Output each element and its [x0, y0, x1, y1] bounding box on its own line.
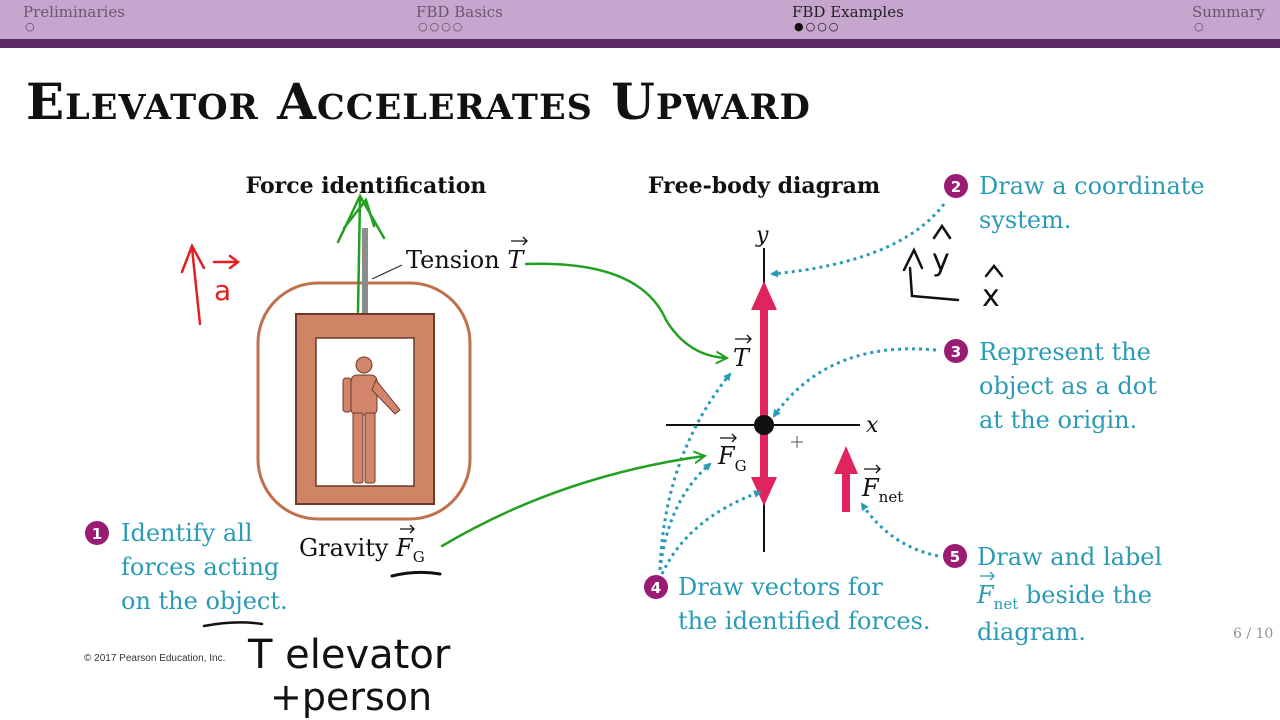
- vector-arrow-icon: [511, 236, 528, 246]
- heading-force-identification: Force identification: [246, 173, 487, 199]
- step-5-badge: [943, 544, 967, 568]
- hand-arrow-gravity: [440, 456, 704, 548]
- hand-y-hat: [932, 223, 952, 240]
- object-dot: [754, 415, 774, 435]
- handwritten-note-line1: T elevator: [247, 632, 451, 678]
- step-4-number: 4: [651, 579, 661, 597]
- step-1-number: 1: [92, 525, 102, 543]
- tension-vector-label: T: [733, 344, 751, 372]
- step-4-badge: [644, 575, 668, 599]
- handwritten-t-bar: [202, 621, 264, 628]
- nav-dots-summary[interactable]: ○: [1194, 20, 1206, 33]
- nav-section-summary[interactable]: Summary: [1192, 3, 1265, 21]
- handwritten-acceleration: [180, 243, 241, 326]
- handwritten-note-line2: +person: [270, 675, 432, 719]
- step-3-badge: [944, 339, 968, 363]
- step-3: 3 Represent the object as a dot at the o…: [944, 338, 1164, 434]
- step-5-text-line3: diagram.: [977, 618, 1086, 646]
- slide-title: Elevator Accelerates Upward: [26, 72, 811, 131]
- nav-section-preliminaries[interactable]: Preliminaries: [23, 3, 125, 21]
- hand-y-arrow: [902, 247, 924, 272]
- vector-arrow-icon: [735, 334, 752, 344]
- hand-arrow-up-shaft: [356, 196, 362, 314]
- step-2: 2 Draw a coordinate system.: [944, 172, 1212, 234]
- step-4-text: Draw vectors for the identified forces.: [678, 573, 931, 635]
- nav-section-fbd-basics[interactable]: FBD Basics: [416, 3, 503, 21]
- pointer-step4-tension: [658, 372, 732, 571]
- accel-arrow-shaft: [190, 246, 202, 326]
- step-5-text-line1: Draw and label: [977, 543, 1162, 571]
- hand-arrow-tension: [524, 262, 726, 358]
- nav-dots-fbd-examples[interactable]: ●○○○: [794, 20, 841, 33]
- gravity-vector: [760, 425, 768, 480]
- nav-section-fbd-examples[interactable]: FBD Examples: [792, 3, 904, 21]
- gravity-label: Gravity FG: [299, 534, 425, 566]
- vector-arrow-icon: [720, 433, 737, 443]
- person-figure: [342, 356, 401, 484]
- hand-arrow-up-head2: [342, 197, 376, 230]
- net-force-vector-head: [834, 446, 858, 474]
- section-navigation: Preliminaries ○ FBD Basics ○○○○ FBD Exam…: [0, 0, 1280, 48]
- vector-arrow-icon: [864, 464, 881, 474]
- gravity-vector-head: [751, 477, 777, 506]
- nav-dots-preliminaries[interactable]: ○: [25, 20, 37, 33]
- step-2-text: Draw a coordinate system.: [979, 172, 1212, 234]
- accel-arrow-head: [180, 243, 206, 274]
- handwritten-annotations-green: [336, 193, 726, 548]
- handwritten-coordinate-system: [902, 223, 1004, 302]
- tension-label: Tension T: [406, 246, 525, 274]
- step-pointer-arrows: [658, 203, 946, 575]
- heading-free-body-diagram: Free-body diagram: [648, 173, 880, 199]
- nav-dots-fbd-basics[interactable]: ○○○○: [418, 20, 465, 33]
- step-1-text: Identify all forces acting on the object…: [121, 519, 288, 615]
- tension-vector: [760, 306, 768, 425]
- vector-arrow-icon: [980, 571, 995, 581]
- cursor-crosshair-icon: [791, 436, 803, 448]
- elevator-illustration: [256, 228, 472, 521]
- pointer-step3: [772, 347, 937, 418]
- step-5-text-line2: Fnet beside the: [976, 581, 1152, 613]
- handwritten-underline: [390, 570, 442, 578]
- nav-progress-bar: [0, 39, 1280, 48]
- y-axis-label: y: [755, 223, 769, 248]
- step-2-number: 2: [951, 178, 961, 196]
- hand-x-hat: [984, 263, 1004, 278]
- step-3-number: 3: [951, 343, 961, 361]
- step-4: 4 Draw vectors for the identified forces…: [644, 573, 931, 635]
- step-2-badge: [944, 174, 968, 198]
- step-3-text: Represent the object as a dot at the ori…: [979, 338, 1164, 434]
- page-number: 6 / 10: [1233, 626, 1274, 642]
- pointer-step4-gravity: [658, 462, 712, 571]
- gravity-vector-label: FG: [717, 442, 747, 475]
- x-axis-label: x: [866, 413, 879, 438]
- step-5: 5 Draw and label Fnet beside the diagram…: [943, 543, 1162, 646]
- pointer-step5: [860, 502, 939, 558]
- step-1-badge: [85, 521, 109, 545]
- net-force-vector: [842, 470, 850, 512]
- net-force-label: Fnet: [861, 474, 903, 506]
- handwritten-y-hat: y: [932, 243, 950, 278]
- step-5-number: 5: [950, 548, 960, 566]
- vector-arrow-icon: [400, 524, 415, 534]
- pointer-step2: [770, 203, 946, 278]
- handwritten-x-hat: x: [982, 279, 1000, 314]
- tension-vector-head: [751, 281, 777, 310]
- tension-leader-line: [371, 264, 403, 280]
- copyright-notice: © 2017 Pearson Education, Inc.: [84, 653, 226, 664]
- accel-vector-arrow-icon: [212, 254, 241, 270]
- hand-axes: [908, 266, 960, 302]
- elevator-cable: [362, 228, 368, 314]
- step-1: 1 Identify all forces acting on the obje…: [85, 519, 288, 615]
- handwritten-acceleration-a: a: [214, 274, 231, 307]
- pointer-step4-vector: [660, 490, 762, 575]
